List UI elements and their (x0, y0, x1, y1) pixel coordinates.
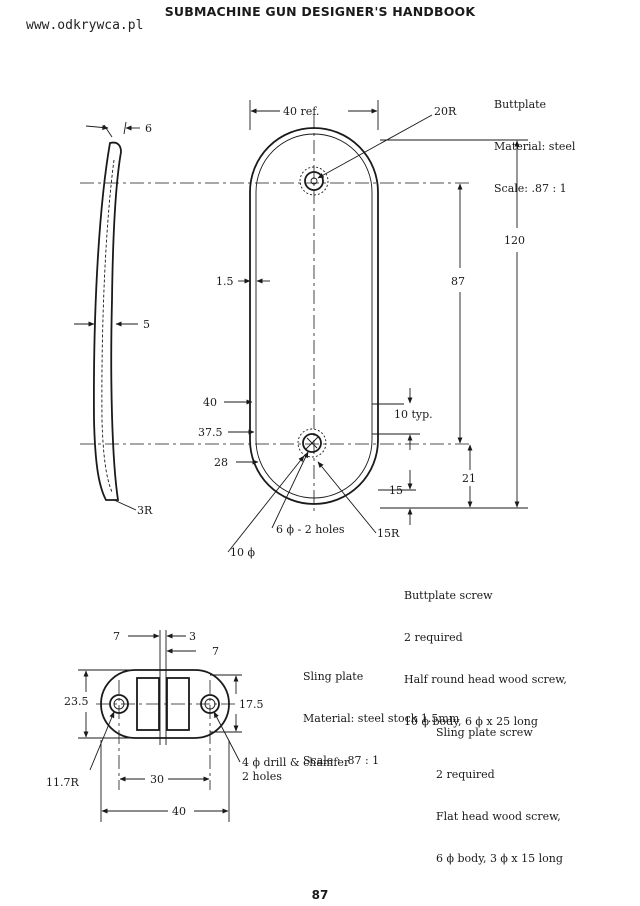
dim-40: 40 (203, 396, 217, 409)
buttplate-note-title: Buttplate (494, 98, 547, 111)
sling-plate-note: Sling plate Material: steel stock 1.5mm … (303, 642, 459, 782)
side-dim-3r: 3R (137, 504, 153, 517)
sling-dim-7-right: 7 (212, 645, 219, 658)
buttplate-screw-qty: 2 required (404, 631, 463, 644)
sling-dim-30: 30 (150, 773, 164, 786)
dim-20r: 20R (434, 105, 457, 118)
page-number: 87 (311, 888, 329, 902)
sling-screw-size: 6 ϕ body, 3 ϕ x 15 long (436, 852, 563, 865)
dim-10-typ: 10 typ. (394, 408, 433, 421)
buttplate-screw-note: Buttplate screw 2 required Half round he… (404, 561, 567, 743)
dim-10-dia: 10 ϕ (230, 546, 255, 559)
dim-15: 15 (389, 484, 403, 497)
buttplate-note: Buttplate Material: steel Scale: .87 : 1 (494, 70, 575, 210)
dim-15r: 15R (377, 527, 400, 540)
sling-plate-screw-note: Sling plate screw 2 required Flat head w… (436, 698, 563, 880)
sling-plate-material: Material: steel stock 1.5mm (303, 712, 460, 725)
sling-plate-view: 7 3 7 23.5 17.5 11.7R 30 40 4 ϕ (46, 630, 350, 822)
watermark: www.odkrywca.pl (26, 18, 144, 33)
sling-dim-17-5: 17.5 (239, 698, 264, 711)
buttplate-screw-size: 10 ϕ body, 6 ϕ x 25 long (404, 715, 538, 728)
sling-dim-7-left: 7 (113, 630, 120, 643)
dim-width-40ref: 40 ref. (283, 105, 319, 118)
sling-drill-note-1: 4 ϕ drill & chamfer (242, 756, 350, 769)
sling-dim-23-5: 23.5 (64, 695, 89, 708)
buttplate-note-material: Material: steel (494, 140, 576, 153)
sling-dim-3: 3 (189, 630, 196, 643)
dim-1-5: 1.5 (216, 275, 234, 288)
side-dim-5: 5 (143, 318, 150, 331)
sling-dim-40: 40 (172, 805, 186, 818)
dim-120: 120 (504, 234, 525, 247)
sling-screw-qty: 2 required (436, 768, 495, 781)
buttplate-note-scale: Scale: .87 : 1 (494, 182, 567, 195)
dim-holes: 6 ϕ - 2 holes (276, 523, 345, 536)
dim-28: 28 (214, 456, 228, 469)
dim-21: 21 (462, 472, 476, 485)
sling-screw-type: Flat head wood screw, (436, 810, 561, 823)
side-dim-6: 6 (145, 122, 152, 135)
page-title: SUBMACHINE GUN DESIGNER'S HANDBOOK (164, 4, 476, 19)
buttplate-screw-type: Half round head wood screw, (404, 673, 567, 686)
buttplate-side-view: 6 5 3R (74, 121, 470, 517)
sling-plate-title: Sling plate (303, 670, 364, 683)
sling-plate-scale: Scale : .87 : 1 (303, 754, 380, 767)
sling-screw-title: Sling plate screw (436, 726, 533, 739)
buttplate-screw-title: Buttplate screw (404, 589, 493, 602)
buttplate-front-view: 40 ref. 20R 120 87 1.5 40 37.5 28 10 typ… (198, 100, 528, 559)
sling-drill-note-2: 2 holes (242, 770, 282, 783)
sling-dim-11-7r: 11.7R (46, 776, 79, 789)
dim-37-5: 37.5 (198, 426, 223, 439)
dim-87: 87 (451, 275, 465, 288)
